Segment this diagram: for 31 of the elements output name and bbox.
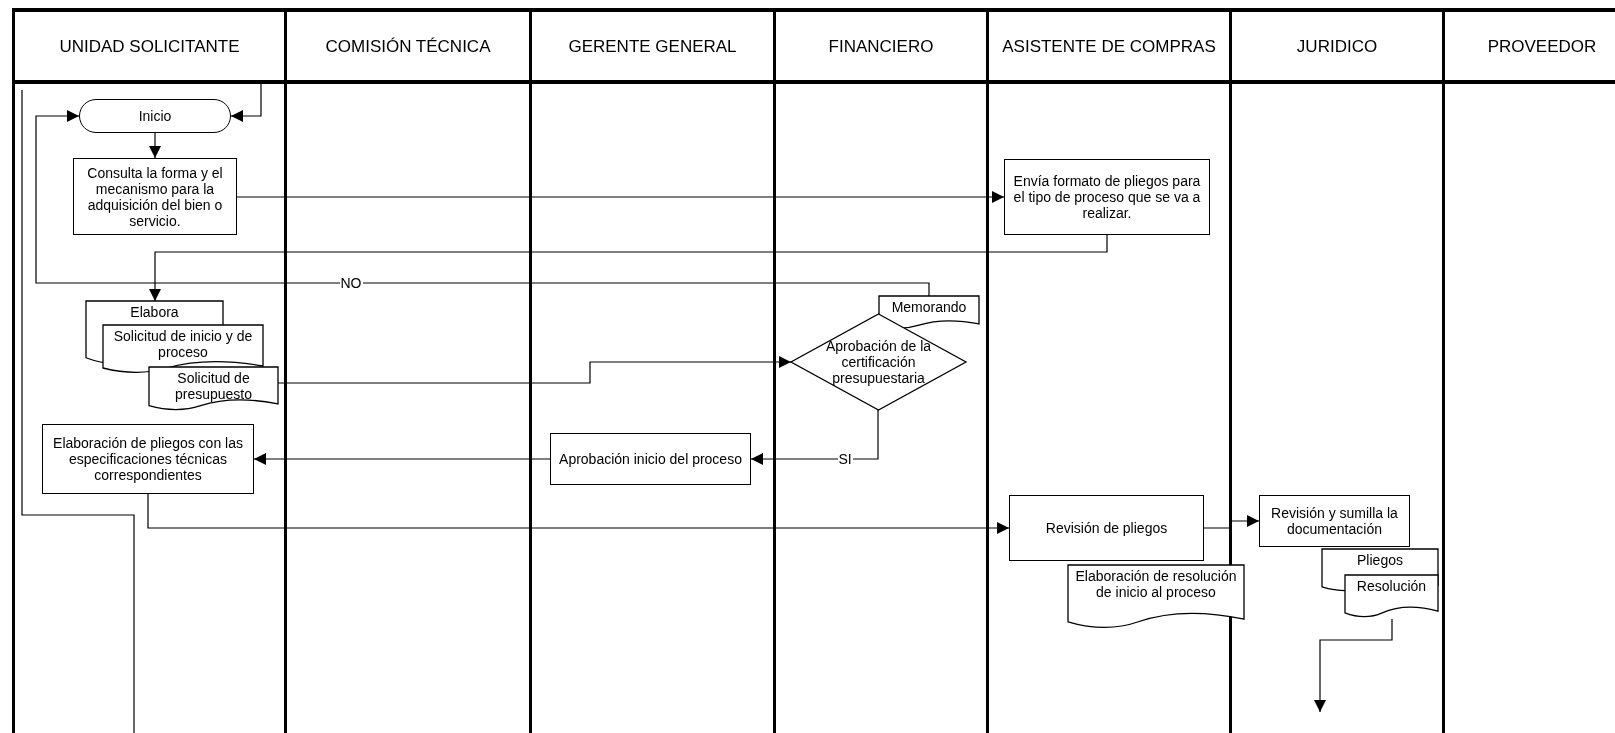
- arrow: [149, 132, 161, 159]
- edge-label: NO: [339, 275, 363, 291]
- lane-header: ASISTENTE DE COMPRAS: [986, 8, 1232, 84]
- arrow: [35, 110, 930, 297]
- process-box: Revisión de pliegos: [1009, 495, 1204, 561]
- process-box: Aprobación inicio del proceso: [550, 433, 751, 485]
- document-shape: Solicitud de presupuesto: [149, 367, 278, 412]
- lane-header: JURIDICO: [1229, 8, 1445, 84]
- arrow: [277, 356, 792, 384]
- lane-header: UNIDAD SOLICITANTE: [12, 8, 287, 84]
- lane-header: FINANCIERO: [773, 8, 989, 84]
- document-shape: Elaboración de resolución de inicio al proceso: [1068, 565, 1244, 631]
- edge-label: SI: [837, 451, 853, 467]
- arrow: [149, 234, 1108, 302]
- arrow: [750, 409, 879, 465]
- terminator-shape: Inicio: [79, 99, 231, 133]
- arrow: [1203, 515, 1260, 529]
- lane-header: GERENTE GENERAL: [529, 8, 776, 84]
- arrow: [147, 493, 1010, 534]
- arrow: [253, 453, 551, 465]
- document-shape: Resolución: [1345, 575, 1438, 619]
- lane-header: COMISIÓN TÉCNICA: [284, 8, 532, 84]
- arrow: [230, 83, 262, 122]
- lane-header: PROVEEDOR: [1442, 8, 1615, 84]
- document-shape: Memorando: [879, 296, 979, 330]
- arrow: [1314, 618, 1393, 713]
- process-box: Envía formato de pliegos para el tipo de proceso que se va a realizar.: [1004, 159, 1210, 235]
- arrow: [236, 191, 1005, 203]
- process-box: Elaboración de pliegos con las especificaciones técnicas correspondientes: [42, 424, 254, 494]
- process-box: Consulta la forma y el mecanismo para la adquisición del bien o servicio.: [73, 158, 237, 235]
- process-box: Revisión y sumilla la documentación: [1259, 495, 1410, 547]
